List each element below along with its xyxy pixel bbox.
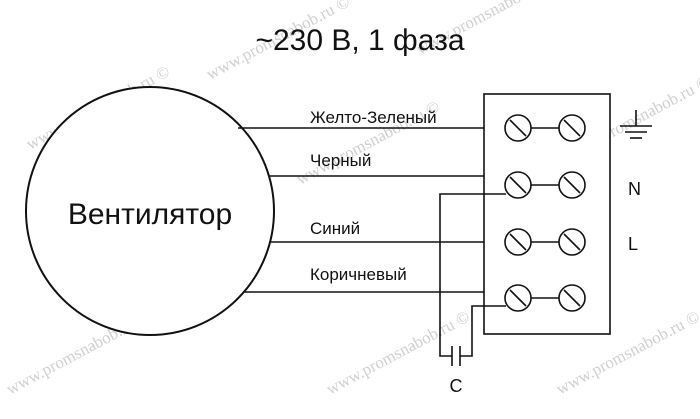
capacitor-lead-brown <box>460 305 506 357</box>
fan-motor-circle <box>25 86 275 336</box>
terminal-label-n: N <box>628 179 641 199</box>
capacitor-lead-n <box>439 193 506 357</box>
terminal-row-ground <box>504 114 586 142</box>
wire-label-brown: Коричневый <box>310 265 407 284</box>
terminal-row-n <box>504 171 586 199</box>
fan-label: Вентилятор <box>68 198 232 231</box>
terminal-row-l <box>504 228 586 256</box>
terminal-row-capacitor <box>504 284 586 312</box>
wire-label-yellow-green: Желто-Зеленый <box>310 108 437 127</box>
terminal-label-l: L <box>628 234 638 254</box>
wire-label-blue: Синий <box>310 219 360 238</box>
diagram-title: ~230 В, 1 фаза <box>255 24 464 57</box>
wire-label-black: Черный <box>310 151 371 170</box>
capacitor-label: C <box>450 376 463 396</box>
ground-icon <box>620 110 652 139</box>
